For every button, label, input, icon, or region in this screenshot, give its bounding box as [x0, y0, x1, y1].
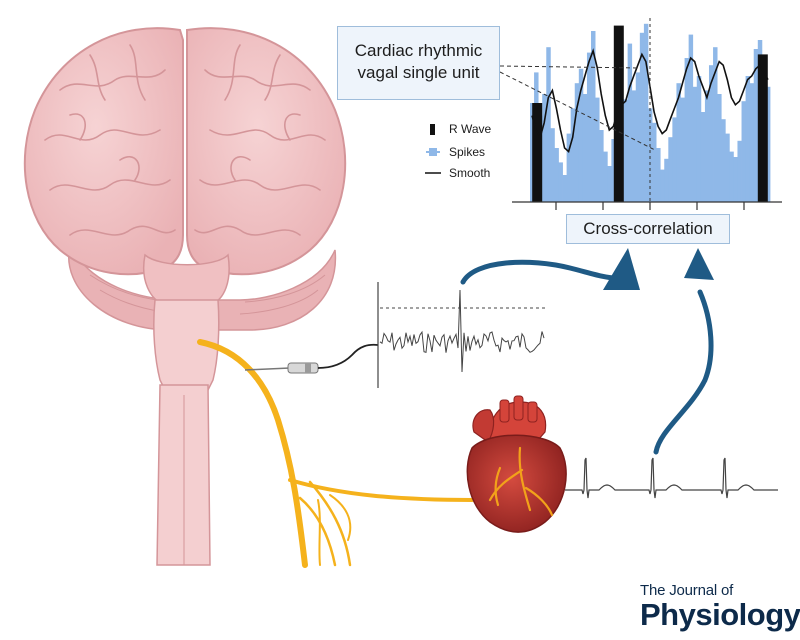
- vagus-nerve: [197, 339, 474, 568]
- spike-bar: [704, 90, 710, 202]
- spike-bar: [647, 108, 653, 202]
- brain-illustration: [23, 27, 347, 566]
- journal-logo-line-1: The Journal of: [640, 582, 734, 599]
- cross-correlation-histogram: [499, 18, 782, 210]
- cerebellum: [68, 242, 337, 331]
- spike-bar: [578, 68, 584, 202]
- journal-logo-line-2: Physiology: [640, 597, 800, 632]
- heart-body: [466, 434, 567, 533]
- flow-arrows: [460, 248, 714, 455]
- spike-bar: [696, 76, 702, 202]
- spike-bar: [737, 140, 742, 202]
- spike-bar: [656, 148, 661, 202]
- pulmonary-artery: [472, 409, 495, 443]
- spike-bar: [611, 139, 616, 202]
- spike-bar: [725, 133, 730, 202]
- legend-label-r-wave: R Wave: [449, 122, 492, 136]
- spike-bar: [721, 119, 726, 202]
- spike-bar: [623, 99, 629, 202]
- spike-bar: [668, 137, 673, 202]
- aortic-branch-3: [527, 401, 538, 423]
- legend-label-spikes: Spikes: [449, 145, 486, 159]
- spike-bar: [582, 94, 588, 202]
- spike-bar: [550, 128, 555, 202]
- spike-bar: [574, 83, 580, 202]
- plot-legend: [425, 124, 441, 174]
- spike-bar: [692, 86, 698, 202]
- journal-logo: The Journal of Physiology: [640, 583, 800, 631]
- spike-bar: [753, 49, 759, 202]
- arrow-head-right: [684, 248, 714, 280]
- spike-bar: [733, 157, 738, 202]
- r-wave-bars: [532, 25, 768, 203]
- spike-bar: [603, 151, 608, 202]
- spike-bar: [570, 108, 576, 202]
- spike-bar: [765, 86, 771, 202]
- arrow-recording-to-xcorr: [460, 259, 618, 285]
- r-wave-bar: [532, 103, 543, 202]
- spike-bar: [708, 65, 714, 202]
- spike-bar: [586, 52, 592, 202]
- spike-bar: [607, 166, 612, 202]
- spike-bar: [676, 83, 681, 202]
- title-line-2: vagal single unit: [357, 63, 480, 82]
- cross-correlation-label: Cross-correlation: [583, 219, 713, 238]
- ecg-trace: [565, 457, 778, 499]
- r-wave-bar: [757, 54, 768, 203]
- recording-signal: [379, 289, 545, 373]
- spike-bar: [672, 117, 677, 202]
- zoom-guide-lines: [499, 65, 656, 151]
- spike-bar: [713, 47, 718, 203]
- cardiac-rhythmic-label-box: Cardiac rhythmic vagal single unit: [337, 26, 500, 100]
- spike-bar: [627, 43, 633, 202]
- spike-bar: [729, 151, 734, 202]
- spike-bar: [554, 148, 559, 202]
- spike-bar: [595, 97, 600, 202]
- spike-bar: [684, 58, 690, 202]
- brain-gyri: [44, 44, 326, 236]
- spike-bar: [688, 34, 694, 202]
- spike-bar: [717, 94, 722, 202]
- cross-correlation-label-box: Cross-correlation: [566, 214, 730, 244]
- spike-bar: [566, 133, 572, 202]
- coronary-vessels: [488, 446, 554, 517]
- legend-label-smooth: Smooth: [449, 166, 491, 180]
- brain-right-hemisphere: [186, 27, 347, 276]
- spike-bar: [558, 162, 563, 202]
- spike-bar: [652, 122, 657, 202]
- heart-illustration: [466, 395, 567, 533]
- arrow-head-left: [603, 248, 640, 290]
- pons: [143, 253, 230, 306]
- spike-bar: [664, 158, 669, 202]
- spike-bar: [631, 90, 637, 202]
- spike-bar: [700, 112, 706, 202]
- spike-bar: [680, 97, 685, 202]
- legend-rwave-symbol: [430, 124, 435, 135]
- spike-bar: [542, 94, 547, 202]
- aortic-branch-2: [513, 395, 524, 421]
- spike-bar: [562, 175, 568, 202]
- spike-bar: [745, 76, 751, 202]
- nerve-recording-trace: [377, 282, 545, 388]
- title-line-1: Cardiac rhythmic: [354, 41, 483, 60]
- spike-bar: [639, 32, 645, 202]
- spike-bar: [643, 23, 649, 202]
- spike-bar: [599, 130, 604, 202]
- spike-bar: [741, 101, 746, 202]
- arrow-ecg-to-xcorr: [653, 289, 714, 455]
- recording-electrode: [244, 343, 379, 374]
- aortic-branch-1: [499, 399, 510, 423]
- spike-bar: [546, 47, 551, 203]
- brain-left-hemisphere: [23, 27, 184, 276]
- spike-bar: [635, 72, 641, 203]
- plot-x-ticks: [555, 202, 745, 210]
- spike-bar: [660, 169, 665, 202]
- spike-bar: [591, 31, 596, 202]
- r-wave-bar: [613, 25, 624, 202]
- spike-bar: [749, 83, 755, 202]
